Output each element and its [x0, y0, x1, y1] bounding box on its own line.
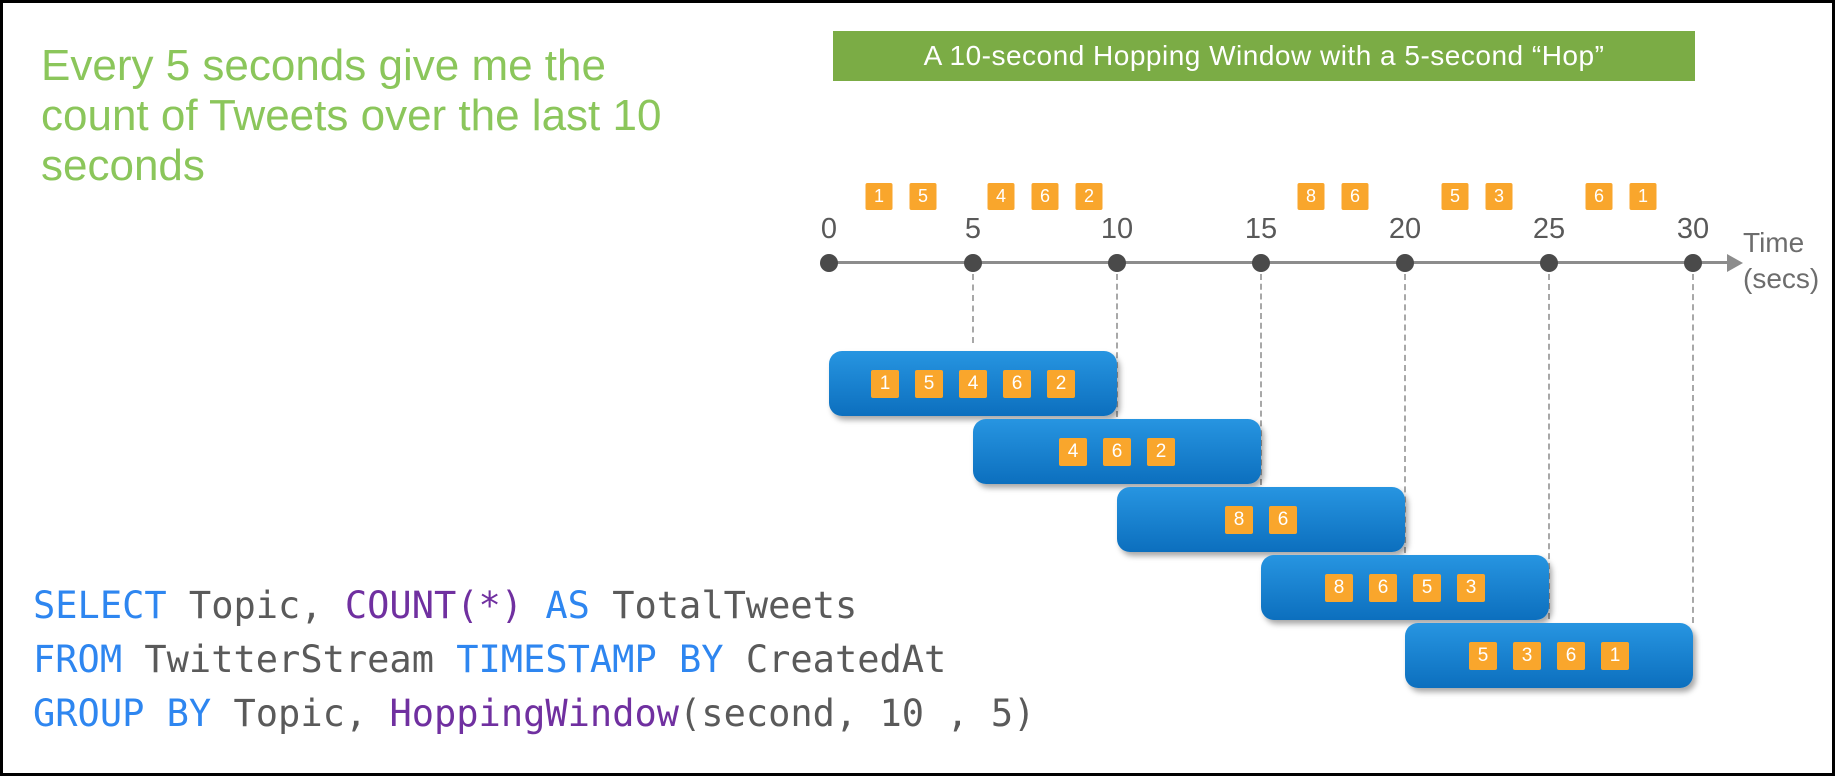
event-box: 4: [987, 183, 1015, 210]
time-axis-label: Time (secs): [1743, 225, 1832, 297]
event-box: 5: [1469, 641, 1497, 670]
sql-line-2: FROM TwitterStream TIMESTAMP BY CreatedA…: [33, 638, 946, 681]
event-box: 6: [1585, 183, 1613, 210]
tick-label-25: 25: [1532, 213, 1566, 245]
sql-token: TotalTweets: [589, 584, 858, 627]
dashed-guide-15: [1260, 274, 1262, 485]
event-box: 2: [1047, 369, 1075, 398]
event-box: 5: [1441, 183, 1469, 210]
time-axis-label-line2: (secs): [1743, 263, 1820, 294]
event-box: 8: [1225, 505, 1253, 534]
sql-line-1: SELECT Topic, COUNT(*) AS TotalTweets: [33, 584, 857, 627]
sql-token: TwitterStream: [122, 638, 457, 681]
event-box: 8: [1325, 573, 1353, 602]
tick-dot-0: [820, 254, 838, 272]
event-box: 3: [1457, 573, 1485, 602]
sql-token: Topic,: [166, 584, 345, 627]
event-box: 1: [1629, 183, 1657, 210]
tick-label-30: 30: [1676, 213, 1710, 245]
event-box: 4: [1059, 437, 1087, 466]
event-box: 4: [959, 369, 987, 398]
sql-token: CreatedAt: [723, 638, 947, 681]
event-box: 5: [909, 183, 937, 210]
sql-line-3: GROUP BY Topic, HoppingWindow(second, 10…: [33, 692, 1035, 735]
event-box: 2: [1147, 437, 1175, 466]
event-box: 2: [1075, 183, 1103, 210]
event-box: 5: [915, 369, 943, 398]
sql-token: SELECT: [33, 584, 167, 627]
dashed-guide-30: [1692, 274, 1694, 623]
tick-dot-25: [1540, 254, 1558, 272]
sql-token: (second, 10 , 5): [679, 692, 1036, 735]
sql-token: Topic,: [211, 692, 390, 735]
event-box: 6: [1031, 183, 1059, 210]
event-box: 6: [1103, 437, 1131, 466]
sql-token: FROM: [33, 638, 123, 681]
banner-title: A 10-second Hopping Window with a 5-seco…: [833, 31, 1695, 81]
sql-token: HoppingWindow: [389, 692, 680, 735]
tick-dot-20: [1396, 254, 1414, 272]
tick-label-0: 0: [820, 213, 838, 245]
tick-dot-30: [1684, 254, 1702, 272]
sql-token: COUNT(*): [344, 584, 524, 627]
dashed-guide-20: [1404, 274, 1406, 553]
tick-dot-15: [1252, 254, 1270, 272]
time-axis-label-line1: Time: [1743, 227, 1805, 258]
sql-code: SELECT Topic, COUNT(*) AS TotalTweets FR…: [33, 579, 1035, 741]
event-box: 1: [865, 183, 893, 210]
event-box: 6: [1557, 641, 1585, 670]
headline-line-1: Every 5 seconds give me the: [41, 41, 606, 90]
event-box: 6: [1003, 369, 1031, 398]
headline-text: Every 5 seconds give me the count of Twe…: [41, 41, 741, 191]
event-box: 1: [871, 369, 899, 398]
event-box: 8: [1297, 183, 1325, 210]
event-box: 6: [1369, 573, 1397, 602]
tick-label-10: 10: [1100, 213, 1134, 245]
tick-label-5: 5: [964, 213, 982, 245]
time-axis-line: [821, 261, 1729, 264]
event-box: 1: [1601, 641, 1629, 670]
sql-token: AS: [545, 584, 590, 627]
headline-line-3: seconds: [41, 141, 205, 190]
sql-token: GROUP BY: [33, 692, 212, 735]
event-box: 3: [1485, 183, 1513, 210]
dashed-guide-25: [1548, 274, 1550, 619]
tick-dot-5: [964, 254, 982, 272]
tick-label-20: 20: [1388, 213, 1422, 245]
event-box: 6: [1341, 183, 1369, 210]
sql-token: [523, 584, 545, 627]
event-box: 5: [1413, 573, 1441, 602]
dashed-guide-5: [972, 274, 974, 343]
dashed-guide-10: [1116, 274, 1118, 417]
event-box: 6: [1269, 505, 1297, 534]
event-box: 3: [1513, 641, 1541, 670]
tick-dot-10: [1108, 254, 1126, 272]
tick-label-15: 15: [1244, 213, 1278, 245]
time-axis-arrowhead-icon: [1727, 254, 1743, 272]
sql-token: TIMESTAMP BY: [456, 638, 724, 681]
headline-line-2: count of Tweets over the last 10: [41, 91, 662, 140]
